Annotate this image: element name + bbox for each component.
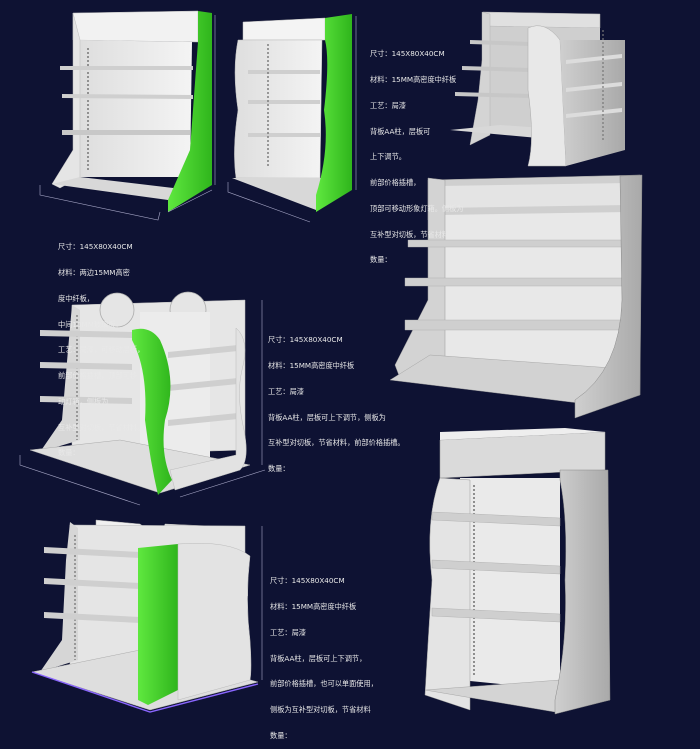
spec-line: 材料：15MM高密度中纤板 (370, 74, 457, 84)
shelf-display-3 (450, 11, 625, 167)
spec-line: 背板AA柱，层板可 (370, 126, 431, 136)
spec-note-top-right: 尺寸：145X80X40CM 材料：15MM高密度中纤板 工艺：局漆 背板AA柱… (370, 33, 463, 274)
spec-line: 工艺：局漆，可移动层板， (58, 345, 145, 355)
spec-line: 上下调节。 (370, 152, 406, 162)
spec-line: 动灯箱，侧板为 (58, 396, 109, 406)
spec-line: 工艺：局漆 (268, 386, 304, 396)
spec-line: 工艺：局漆 (270, 627, 306, 637)
spec-line: 尺寸：145X80X40CM (268, 335, 343, 345)
spec-note-middle: 尺寸：145X80X40CM 材料：15MM高密度中纤板 工艺：局漆 背板AA柱… (268, 319, 405, 482)
spec-line: 材料：15MM高密度中纤板 (270, 601, 357, 611)
shelf-display-4 (389, 174, 643, 419)
spec-line: 材料：两边15MM高密 (58, 267, 130, 277)
spec-note-bottom: 尺寸：145X80X40CM 材料：15MM高密度中纤板 工艺：局漆 背板AA柱… (270, 560, 378, 749)
spec-line: 互补型对切板，节省材料，前部价格插槽。 (268, 438, 405, 448)
spec-line: 前部价格插槽，顶部可移 (58, 371, 138, 381)
spec-line: 互补型对切板，节省材料。 (370, 229, 457, 239)
spec-line: 材料：15MM高密度中纤板 (268, 360, 355, 370)
spec-line: 工艺：局漆 (370, 100, 406, 110)
shelf-display-2 (227, 14, 357, 223)
spec-line: 侧板为互补型对切板，节省材料 (270, 705, 371, 715)
shelf-display-1 (39, 10, 216, 221)
spec-line: 尺寸：145X80X40CM (270, 576, 345, 586)
spec-line: 前部价格插槽，也可以单面使用， (270, 679, 378, 689)
shelf-display-5 (19, 291, 266, 506)
shelf-display-7 (31, 519, 263, 713)
spec-line: 前部价格插槽， (370, 178, 421, 188)
spec-line: 中间10MM玻璃板。 (58, 319, 123, 329)
spec-line: 尺寸：145X80X40CM (370, 49, 445, 59)
spec-line: 背板AA柱，层板可上下调节，侧板为 (268, 412, 386, 422)
spec-line: 顶部可移动形象灯箱。侧板为 (370, 203, 464, 213)
spec-line: 数量： (268, 464, 290, 474)
spec-line: 数量： (270, 730, 292, 740)
spec-line: 数量： (58, 448, 80, 458)
spec-line: 尺寸：145X80X40CM (58, 242, 133, 252)
spec-line: 度中纤板， (58, 293, 94, 303)
spec-line: 数量： (370, 255, 392, 265)
shelf-illustrations (19, 10, 643, 715)
spec-line: 互补型对切板，节省材料。 (58, 422, 145, 432)
canvas: 尺寸：145X80X40CM 材料：15MM高密度中纤板 工艺：局漆 背板AA柱… (19, 10, 643, 740)
spec-note-left: 尺寸：145X80X40CM 材料：两边15MM高密 度中纤板， 中间10MM玻… (58, 226, 144, 467)
spec-line: 背板AA柱，层板可上下调节， (270, 653, 367, 663)
shelf-display-6 (424, 428, 611, 715)
